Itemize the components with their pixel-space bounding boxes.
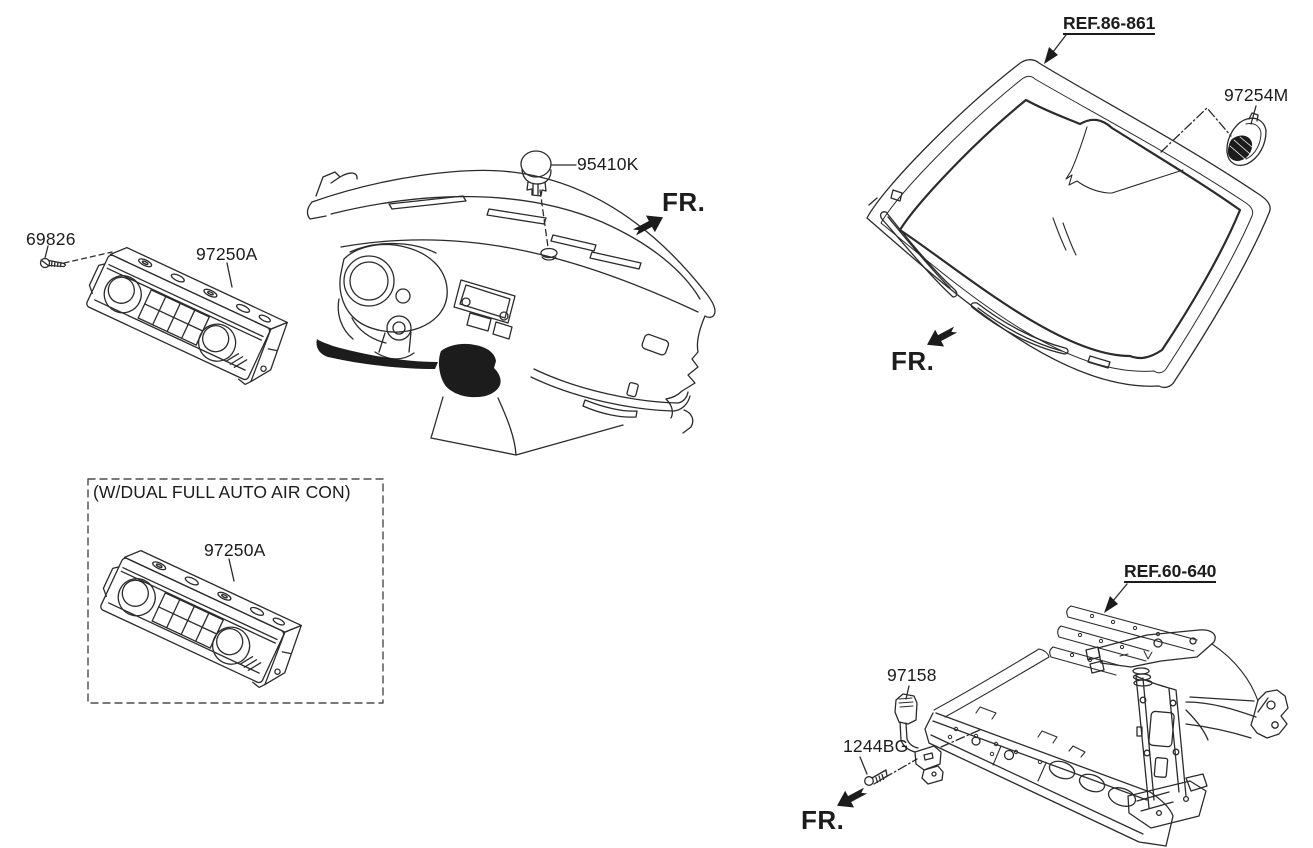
part-label-97254m: 97254M <box>1224 85 1289 105</box>
ref-60-640-arrow <box>1104 583 1128 613</box>
dual-unit-leader <box>228 558 235 582</box>
part-label-97158: 97158 <box>887 665 937 685</box>
dual-heater-control-unit-drawing <box>92 542 307 696</box>
screw-69826-drawing <box>39 257 67 269</box>
ref-label-86-861: REF.86-861 <box>1063 14 1156 36</box>
part-label-97250a-dual: 97250A <box>204 540 266 560</box>
fr-label-windshield: FR. <box>891 346 935 376</box>
bolt-drawing <box>859 756 918 786</box>
part-label-95410k: 95410K <box>577 154 639 174</box>
heater-control-unit-drawing <box>78 239 293 393</box>
dashboard-drawing <box>306 169 716 456</box>
photo-sensor-drawing <box>520 150 577 248</box>
fr-label-bottom: FR. <box>801 805 845 835</box>
part-label-97250a: 97250A <box>196 244 258 264</box>
ambient-sensor-drawing <box>894 685 983 785</box>
ref-86-861-arrow <box>1044 34 1067 64</box>
leader-lines-left <box>44 245 233 288</box>
windshield-drawing <box>866 59 1271 389</box>
ref-label-60-640: REF.60-640 <box>1124 562 1217 584</box>
dual-option-note: (W/DUAL FULL AUTO AIR CON) <box>93 482 351 502</box>
fr-label-top: FR. <box>662 187 706 217</box>
dual-option-box <box>87 478 384 704</box>
front-end-module-drawing <box>924 605 1289 847</box>
part-label-69826: 69826 <box>26 229 76 249</box>
rain-sensor-drawing <box>1160 105 1267 167</box>
part-label-1244bg: 1244BG <box>843 736 909 756</box>
